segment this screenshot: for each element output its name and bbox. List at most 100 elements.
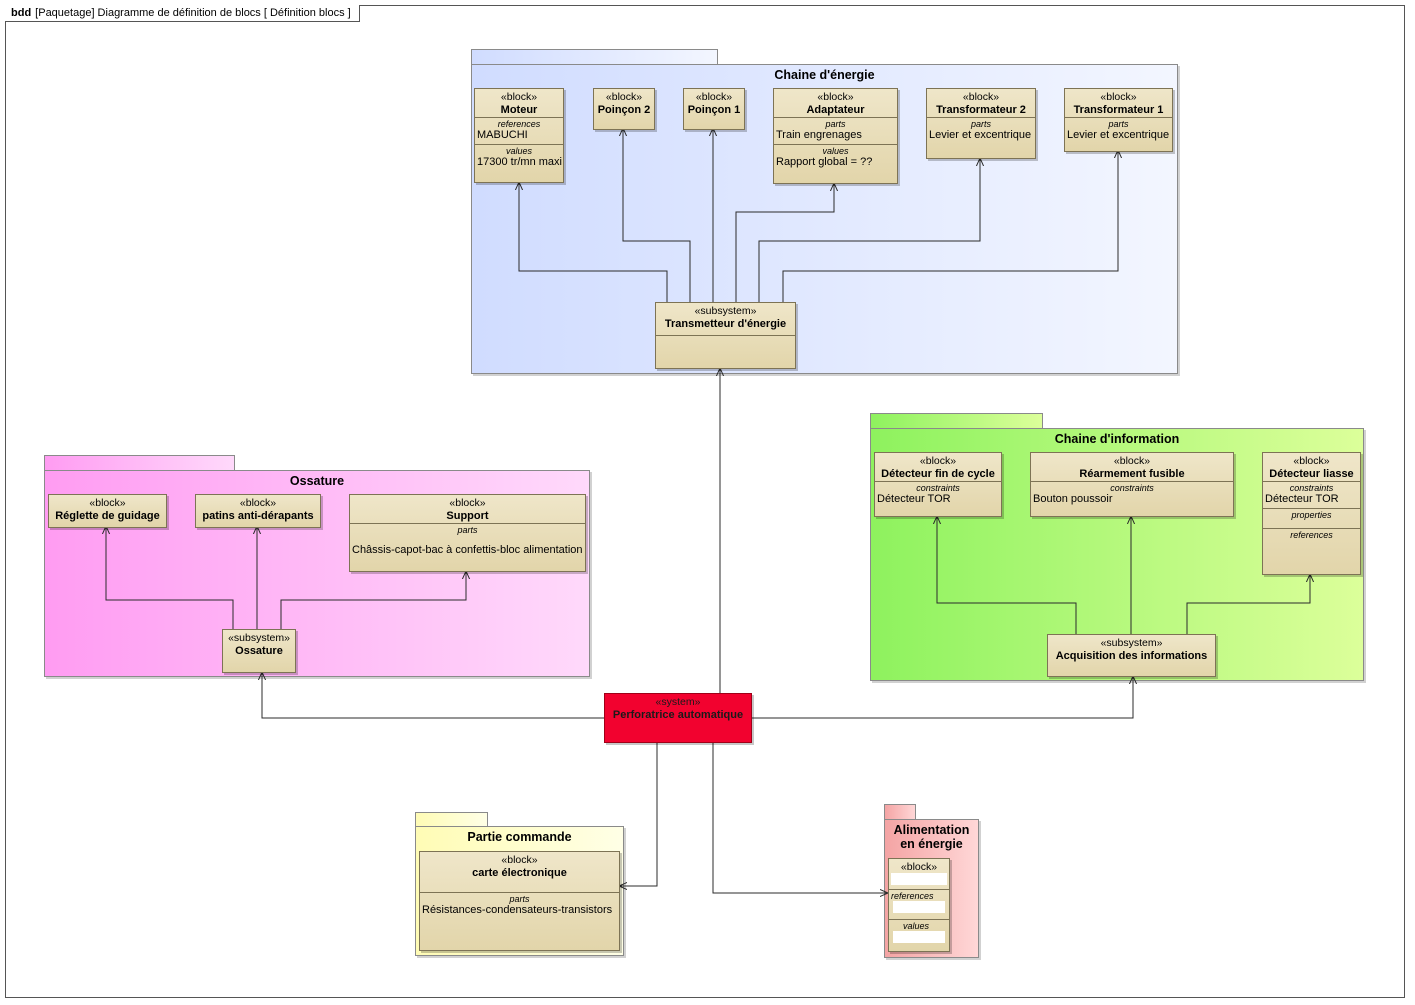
subsystem-ossature[interactable]: «subsystem» Ossature xyxy=(222,629,296,673)
package-information-tab xyxy=(870,413,1043,429)
frame-header: bdd[Paquetage] Diagramme de définition d… xyxy=(5,5,360,22)
block-poincon2-stereotype: «block» xyxy=(605,91,643,103)
subsystem-transmetteur[interactable]: «subsystem» Transmetteur d'énergie xyxy=(655,302,796,369)
block-adaptateur-values-label: values xyxy=(822,146,849,156)
system-perforatrice[interactable]: «system» Perforatrice automatique xyxy=(604,693,752,743)
subsystem-ossature-name: Ossature xyxy=(235,645,283,657)
link-transmetteur-adaptateur xyxy=(736,183,834,302)
link-system-alimentation xyxy=(713,741,888,893)
block-detecteur-liasse-references-label: references xyxy=(1290,530,1333,540)
block-transformateur-1-name: Transformateur 1 xyxy=(1073,104,1164,116)
link-acquisition-detecteur-fin xyxy=(937,516,1076,634)
block-adaptateur-parts-label: parts xyxy=(825,119,846,129)
package-commande-title: Partie commande xyxy=(467,830,572,844)
block-adaptateur-parts-value: Train engrenages xyxy=(776,129,862,141)
link-system-ossature xyxy=(262,672,604,718)
block-transformateur-2-stereotype: «block» xyxy=(962,91,1000,103)
subsystem-acquisition-stereotype: «subsystem» xyxy=(1100,637,1163,649)
link-transmetteur-moteur xyxy=(519,182,667,302)
block-poincon1-stereotype: «block» xyxy=(695,91,733,103)
block-alimentation-references-label: references xyxy=(891,891,934,901)
subsystem-transmetteur-name: Transmetteur d'énergie xyxy=(664,318,787,330)
block-adaptateur-stereotype: «block» xyxy=(817,91,854,103)
block-detecteur-fin-cycle-constraints-value: Détecteur TOR xyxy=(877,493,951,505)
block-rearmement-fusible-stereotype: «block» xyxy=(1113,455,1151,467)
block-detecteur-fin-cycle[interactable]: «block» Détecteur fin de cycle constrain… xyxy=(874,452,1002,517)
block-detecteur-liasse-constraints-label: constraints xyxy=(1289,483,1334,493)
system-perforatrice-stereotype: «system» xyxy=(655,696,701,708)
block-patins[interactable]: «block» patins anti-dérapants xyxy=(195,494,321,528)
block-alimentation-name-field xyxy=(891,873,947,885)
block-detecteur-liasse-constraints-value: Détecteur TOR xyxy=(1265,493,1339,505)
block-transformateur-2-parts-label: parts xyxy=(970,119,991,129)
package-commande-tab xyxy=(415,812,488,827)
block-support-parts-value: Châssis-capot-bac à confettis-bloc alime… xyxy=(352,544,583,556)
package-energie-tab xyxy=(471,49,718,65)
block-carte-electronique[interactable]: «block» carte électronique parts Résista… xyxy=(419,851,620,951)
block-moteur[interactable]: «block» Moteur references MABUCHI values… xyxy=(474,88,564,183)
block-detecteur-liasse[interactable]: «block» Détecteur liasse constraints Dét… xyxy=(1262,452,1361,575)
block-detecteur-fin-cycle-constraints-label: constraints xyxy=(916,483,960,493)
block-poincon1[interactable]: «block» Poinçon 1 xyxy=(683,88,745,130)
link-transmetteur-transfo1 xyxy=(783,150,1118,302)
link-ossature-support xyxy=(281,571,466,629)
block-transformateur-2-name: Transformateur 2 xyxy=(936,104,1026,116)
block-carte-electronique-name: carte électronique xyxy=(472,867,567,879)
package-ossature-tab xyxy=(44,455,235,471)
subsystem-ossature-stereotype: «subsystem» xyxy=(228,632,290,644)
block-carte-electronique-parts-value: Résistances-condensateurs-transistors xyxy=(422,904,613,916)
block-adaptateur[interactable]: «block» Adaptateur parts Train engrenage… xyxy=(773,88,898,184)
block-patins-stereotype: «block» xyxy=(239,497,277,509)
block-detecteur-liasse-name: Détecteur liasse xyxy=(1269,468,1354,480)
block-patins-name: patins anti-dérapants xyxy=(202,510,314,522)
block-alimentation[interactable]: «block» references values xyxy=(888,858,950,952)
block-adaptateur-name: Adaptateur xyxy=(806,104,865,116)
block-reglette-name: Réglette de guidage xyxy=(55,510,160,522)
block-poincon2-name: Poinçon 2 xyxy=(597,104,651,116)
block-moteur-stereotype: «block» xyxy=(500,91,538,103)
system-perforatrice-name: Perforatrice automatique xyxy=(612,709,744,721)
block-transformateur-1[interactable]: «block» Transformateur 1 parts Levier et… xyxy=(1064,88,1173,152)
block-rearmement-fusible[interactable]: «block» Réarmement fusible constraints B… xyxy=(1030,452,1234,517)
frame-kind: bdd xyxy=(11,7,32,19)
link-acquisition-detecteur-liasse xyxy=(1187,574,1310,634)
block-rearmement-fusible-constraints-label: constraints xyxy=(1110,483,1154,493)
subsystem-acquisition-name: Acquisition des informations xyxy=(1055,650,1208,662)
subsystem-acquisition[interactable]: «subsystem» Acquisition des informations xyxy=(1047,634,1216,677)
link-system-carte xyxy=(619,741,657,886)
block-transformateur-2-parts-value: Levier et excentrique xyxy=(929,129,1032,141)
block-alimentation-values-label: values xyxy=(903,921,930,931)
link-system-acquisition xyxy=(751,676,1133,718)
block-carte-electronique-parts-label: parts xyxy=(509,894,530,904)
block-support-parts-label: parts xyxy=(457,525,478,535)
block-transformateur-1-parts-value: Levier et excentrique xyxy=(1067,129,1170,141)
block-moteur-values-value: 17300 tr/mn maxi xyxy=(477,156,562,168)
block-reglette[interactable]: «block» Réglette de guidage xyxy=(48,494,167,528)
block-alimentation-stereotype: «block» xyxy=(900,861,938,873)
block-alimentation-references-field xyxy=(893,901,945,913)
block-moteur-references-label: references xyxy=(497,119,541,129)
package-information-title: Chaine d'information xyxy=(1054,432,1180,446)
block-adaptateur-values-value: Rapport global = ?? xyxy=(776,156,873,168)
block-support-name: Support xyxy=(446,510,489,522)
block-support-stereotype: «block» xyxy=(449,497,486,509)
block-carte-electronique-stereotype: «block» xyxy=(501,854,538,866)
block-rearmement-fusible-constraints-value: Bouton poussoir xyxy=(1033,493,1113,505)
block-moteur-name: Moteur xyxy=(500,104,538,116)
block-moteur-values-label: values xyxy=(505,146,532,156)
block-support[interactable]: «block» Support parts Châssis-capot-bac … xyxy=(349,494,586,572)
block-transformateur-1-stereotype: «block» xyxy=(1100,91,1137,103)
block-reglette-stereotype: «block» xyxy=(89,497,126,509)
link-ossature-reglette xyxy=(106,526,233,629)
block-detecteur-fin-cycle-stereotype: «block» xyxy=(919,455,957,467)
block-poincon2[interactable]: «block» Poinçon 2 xyxy=(593,88,655,130)
frame-label: [Paquetage] Diagramme de définition de b… xyxy=(35,7,351,19)
block-moteur-references-value: MABUCHI xyxy=(477,129,528,141)
package-alimentation-title: Alimentation en énergie xyxy=(893,823,970,851)
block-poincon1-name: Poinçon 1 xyxy=(687,104,741,116)
subsystem-transmetteur-stereotype: «subsystem» xyxy=(694,305,757,317)
link-transmetteur-poincon2 xyxy=(623,128,690,302)
block-transformateur-2[interactable]: «block» Transformateur 2 parts Levier et… xyxy=(926,88,1036,159)
package-energie-title: Chaine d'énergie xyxy=(774,68,875,82)
